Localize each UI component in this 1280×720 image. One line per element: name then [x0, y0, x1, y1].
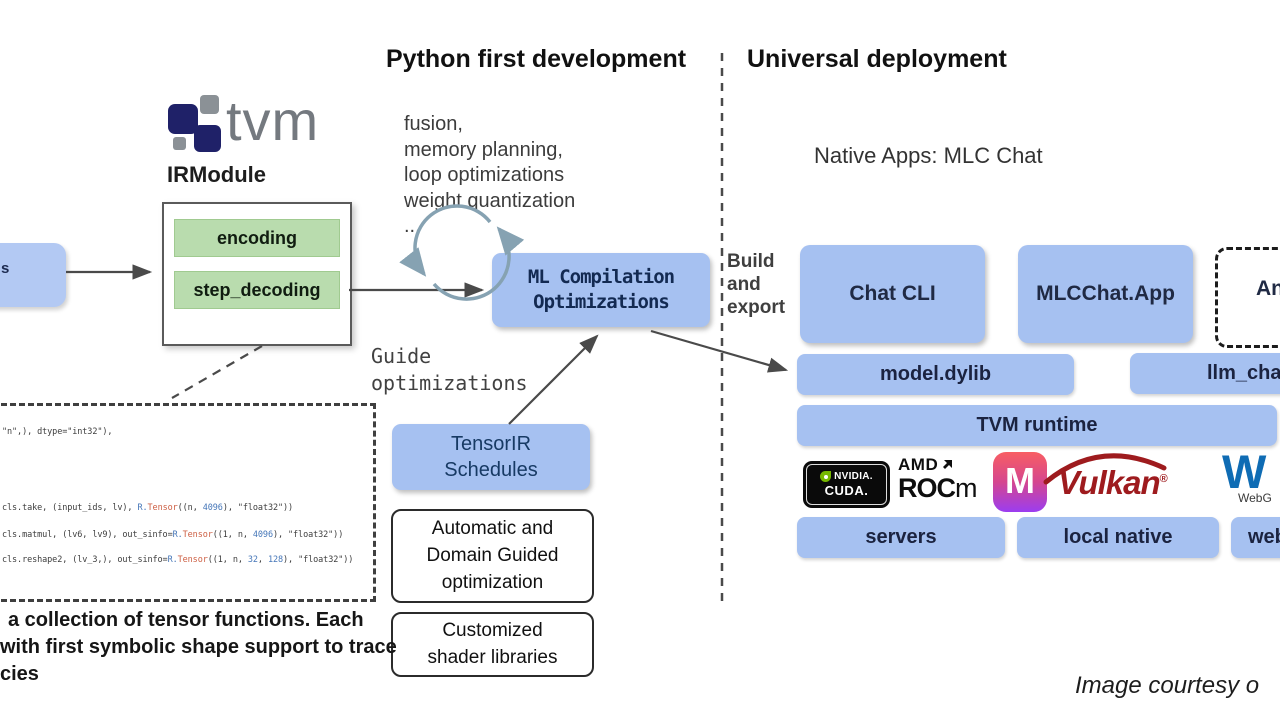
amd-rocm-logo: AMD ROCm — [898, 455, 977, 504]
nvidia-cuda-logo: NVIDIA. CUDA. — [803, 461, 890, 508]
image-credit-text: Image courtesy o — [1075, 672, 1260, 699]
code-panel — [0, 403, 376, 602]
vulkan-registered-mark: ® — [1159, 473, 1168, 485]
automatic-optimization-label: Automatic and Domain Guided optimization — [426, 518, 559, 593]
build-and-export-label: Build and export — [727, 251, 786, 318]
servers-bar: servers — [797, 517, 1005, 558]
tvm-runtime-bar: TVM runtime — [797, 405, 1277, 446]
webgpu-caption: WebG — [1238, 491, 1272, 505]
tensorir-schedules-box: TensorIR Schedules — [392, 424, 590, 490]
nvidia-cuda-logo-inner: NVIDIA. CUDA. — [806, 464, 887, 505]
tvm-logo-square — [168, 104, 198, 134]
code-line: cls.take, (input_ids, lv), R.Tensor((n, … — [2, 503, 294, 513]
nvidia-brand-text: NVIDIA. — [834, 471, 873, 482]
note-line: a collection of tensor functions. Each — [8, 609, 364, 631]
function-encoding: encoding — [174, 219, 340, 257]
tvm-logo-square — [200, 95, 219, 114]
rocm-light-text: m — [955, 473, 977, 503]
shader-libraries-label: Customized shader libraries — [427, 620, 558, 668]
web-bar: web — [1231, 517, 1280, 558]
code-line: "n",), dtype="int32"), — [2, 427, 113, 437]
model-dylib-bar: model.dylib — [797, 354, 1074, 395]
ml-compilation-box: ML Compilation Optimizations — [492, 253, 710, 327]
amd-arrow-icon — [943, 459, 953, 469]
mlcchat-app-box: MLCChat.App — [1018, 245, 1193, 343]
tvm-logo-text: tvm — [226, 89, 320, 152]
amd-text: AMD — [898, 455, 939, 474]
nvidia-eye-icon — [820, 471, 832, 482]
llm-chat-label-fragment: llm_cha — [1207, 362, 1280, 384]
heading-python-first: Python first development — [386, 45, 687, 73]
shader-libraries-box: Customized shader libraries — [391, 612, 594, 677]
cuda-text: CUDA. — [824, 483, 869, 498]
automatic-optimization-box: Automatic and Domain Guided optimization — [391, 509, 594, 603]
guide-optimizations-label: Guide optimizations — [371, 344, 528, 395]
local-native-bar: local native — [1017, 517, 1219, 558]
function-step-decoding: step_decoding — [174, 271, 340, 309]
heading-universal-deployment: Universal deployment — [747, 45, 1007, 73]
vulkan-logo: Vulkan® — [1058, 464, 1168, 502]
ml-compilation-label: ML Compilation Optimizations — [527, 266, 675, 313]
android-box-dashed: An — [1215, 247, 1280, 348]
tvm-logo-square — [194, 125, 221, 152]
arrow-mlcompilation-to-model — [650, 329, 789, 373]
optimization-pass-list: fusion, memory planning, loop optimizati… — [404, 113, 576, 237]
tvm-logo-square — [173, 137, 186, 150]
dashed-link-irmodule-to-code — [171, 345, 263, 399]
chat-cli-box: Chat CLI — [800, 245, 985, 343]
input-box-text-fragment: s — [1, 260, 10, 277]
metal-logo: M — [993, 452, 1047, 512]
android-label-fragment: An — [1256, 277, 1280, 300]
rocm-bold-text: ROC — [898, 473, 956, 503]
irmodule-box: encoding step_decoding — [162, 202, 352, 346]
note-line: with first symbolic shape support to tra… — [0, 636, 397, 658]
webgpu-logo: W — [1222, 445, 1267, 498]
irmodule-label: IRModule — [167, 162, 266, 187]
input-box-cutoff — [0, 243, 66, 307]
code-line: cls.matmul, (lv6, lv9), out_sinfo=R.Tens… — [2, 530, 344, 540]
web-label-fragment: web — [1248, 526, 1280, 548]
vulkan-text: Vulkan — [1058, 464, 1161, 501]
native-apps-label: Native Apps: MLC Chat — [814, 143, 1043, 168]
code-line: cls.reshape2, (lv_3,), out_sinfo=R.Tenso… — [2, 555, 354, 565]
tvm-logo-icon — [168, 94, 224, 152]
note-line: cies — [0, 663, 39, 685]
tensorir-schedules-label: TensorIR Schedules — [444, 433, 538, 481]
llm-chat-bar: llm_cha — [1130, 353, 1280, 394]
